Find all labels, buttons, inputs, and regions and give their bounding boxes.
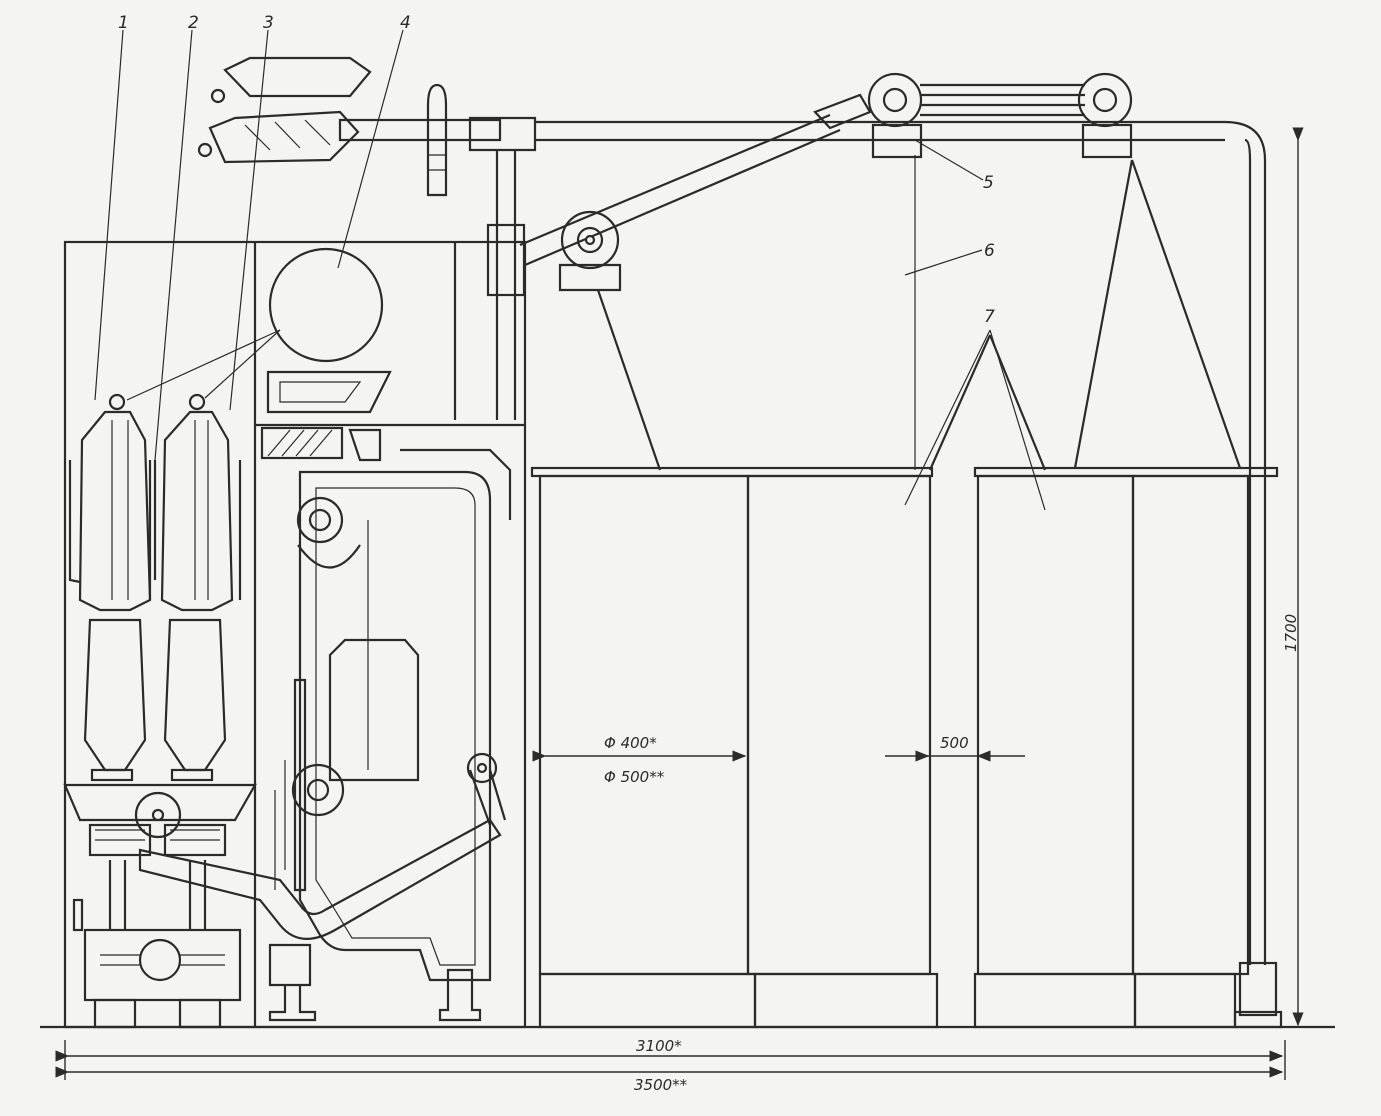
roving-bobbins bbox=[68, 393, 242, 782]
spindle-drive bbox=[63, 783, 257, 1029]
coiler-arm bbox=[519, 93, 872, 292]
dimension-overall-length: 3100* 3500** bbox=[55, 1037, 1286, 1094]
machine-frame bbox=[63, 240, 527, 1029]
drive-linkage bbox=[138, 496, 507, 1022]
height-label: 1700 bbox=[1282, 614, 1300, 652]
cone-funnels bbox=[596, 159, 1242, 471]
callout-5: 5 bbox=[983, 173, 994, 193]
top-pulleys bbox=[867, 72, 1133, 470]
overall-length-b-label: 3500** bbox=[634, 1076, 688, 1094]
callout-leaders bbox=[94, 29, 1046, 511]
dimension-can-gap: 500 bbox=[885, 734, 1025, 762]
top-pipe-assembly bbox=[197, 56, 1283, 1029]
callout-2: 2 bbox=[188, 13, 199, 33]
callout-7: 7 bbox=[984, 307, 995, 327]
overall-length-a-label: 3100* bbox=[636, 1037, 682, 1055]
callout-4: 4 bbox=[400, 13, 411, 33]
can-diameter-b-label: Φ 500** bbox=[604, 768, 665, 786]
callout-3: 3 bbox=[263, 13, 274, 33]
sliver-cans bbox=[530, 466, 1279, 1029]
callout-6: 6 bbox=[984, 241, 995, 261]
dimension-height: 1700 bbox=[1282, 127, 1304, 1027]
pressure-roller bbox=[268, 247, 384, 363]
dimension-can-diameter: Φ 400* Φ 500** bbox=[532, 734, 747, 786]
callout-1: 1 bbox=[118, 13, 129, 33]
can-gap-label: 500 bbox=[940, 734, 969, 752]
can-diameter-a-label: Φ 400* bbox=[604, 734, 657, 752]
